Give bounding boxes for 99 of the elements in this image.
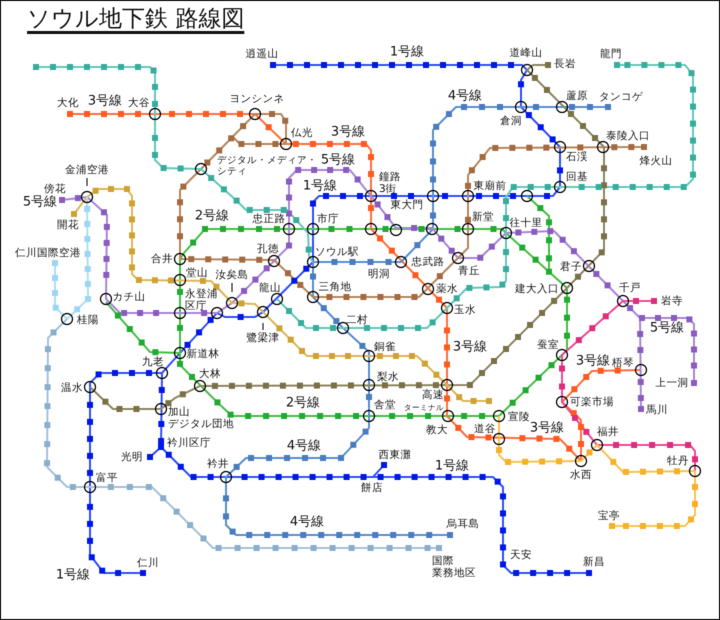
station-name: 梧琴 bbox=[612, 356, 634, 370]
station-name: 舎堂 bbox=[374, 398, 396, 412]
station-name: 往十里 bbox=[510, 216, 542, 230]
station-name: 鷺梁津 bbox=[246, 332, 280, 344]
station-name: カチ山 bbox=[112, 290, 146, 304]
line-name: 1号線 bbox=[56, 568, 90, 584]
line-name: 3号線 bbox=[576, 354, 610, 370]
station-name: 天安 bbox=[510, 548, 532, 562]
station-name: 宝亭 bbox=[598, 510, 620, 522]
station-name: 上一洞 bbox=[656, 376, 688, 390]
station-name: 牡丹 bbox=[667, 454, 689, 468]
line-name: 1号線 bbox=[390, 46, 424, 60]
station-name: 衿川区庁 bbox=[167, 436, 211, 450]
station-name: 烏耳島 bbox=[446, 518, 480, 530]
station-name: 衿井 bbox=[207, 458, 229, 470]
station-name: ヨンシンネ bbox=[230, 92, 284, 106]
line-name: 1号線 bbox=[434, 460, 470, 474]
station-name: 長岩 bbox=[554, 58, 576, 70]
station-name: 永登浦区庁 bbox=[185, 288, 218, 312]
station-name: 合井 bbox=[151, 252, 173, 266]
station-name: 温水 bbox=[61, 382, 83, 394]
station-name: 汝矣島 bbox=[216, 268, 248, 282]
station-name: 水西 bbox=[570, 468, 592, 482]
station-name: 梨水 bbox=[377, 370, 399, 384]
station-name: 泰陵入口 bbox=[606, 130, 650, 142]
station-name: 蚕室 bbox=[537, 338, 559, 352]
station-name: 福井 bbox=[597, 426, 619, 438]
line-name: 4号線 bbox=[290, 516, 324, 530]
station-name: 開花 bbox=[57, 218, 79, 232]
line-name: 5号線 bbox=[650, 322, 684, 336]
station-name: 国際業務地区 bbox=[432, 554, 476, 580]
line-name: 5号線 bbox=[320, 154, 356, 168]
station-name: 宣陵 bbox=[508, 410, 530, 424]
station-name: 忠武路 bbox=[412, 256, 444, 268]
station-name: 二村 bbox=[346, 314, 368, 326]
line-name: 4号線 bbox=[286, 440, 322, 454]
station-name: 大谷 bbox=[128, 96, 150, 110]
station-name: 馬川 bbox=[646, 404, 668, 416]
station-name: ソウル駅 bbox=[315, 246, 359, 258]
station-name: 新昌 bbox=[583, 556, 605, 568]
station-name: 鐘路3街 bbox=[379, 170, 401, 196]
line-name: 2号線 bbox=[286, 396, 320, 412]
station-name: 仁川 bbox=[137, 556, 159, 570]
station-name: 新堂 bbox=[472, 210, 494, 224]
station-name: 新道林 bbox=[186, 348, 220, 360]
station-name: 仁川国際空港 bbox=[15, 246, 81, 260]
station-name: 道峰山 bbox=[510, 46, 542, 60]
station-name: 金浦空港 bbox=[65, 164, 109, 176]
station-name: 九老 bbox=[142, 356, 164, 368]
station-name: 回基 bbox=[566, 170, 588, 184]
station-name: 銅雀 bbox=[374, 340, 396, 354]
station-name: 玉水 bbox=[454, 304, 476, 316]
station-name: 西東灘 bbox=[378, 448, 412, 462]
station-name: 市庁 bbox=[317, 212, 339, 226]
station-name: 加山デジタル団地 bbox=[168, 406, 234, 430]
line-name: 1号線 bbox=[302, 180, 338, 194]
station-name: 石渓 bbox=[566, 150, 588, 164]
station-name: デジタル・メディア・シティ bbox=[217, 156, 317, 178]
map-title: ソウル地下鉄 路線図 bbox=[27, 5, 244, 34]
station-name: 孔徳 bbox=[257, 242, 279, 256]
station-name: タンコゲ bbox=[599, 90, 643, 104]
station-name: 逍遥山 bbox=[246, 48, 278, 60]
station-name: 餅店 bbox=[361, 482, 383, 494]
station-name: 岩寺 bbox=[661, 294, 683, 308]
station-name: 可楽市場 bbox=[570, 396, 614, 408]
station-name: 龍門 bbox=[600, 48, 622, 60]
station-name: 薬水 bbox=[436, 282, 458, 296]
station-name: 明洞 bbox=[368, 268, 390, 280]
station-name: 東大門 bbox=[390, 198, 424, 212]
station-name: 烽火山 bbox=[640, 154, 672, 168]
station-name: 君子 bbox=[560, 260, 582, 274]
station-name: 仏光 bbox=[291, 126, 313, 140]
station-name: 千戸 bbox=[619, 282, 641, 294]
station-name: 桂陽 bbox=[77, 314, 99, 326]
station-name: 蘆原 bbox=[566, 90, 588, 102]
station-name: 龍山 bbox=[259, 282, 281, 294]
line-name: 2号線 bbox=[194, 210, 230, 224]
station-name: 大林 bbox=[199, 368, 221, 380]
station-name: 三角地 bbox=[318, 280, 352, 294]
station-name: 教大 bbox=[426, 424, 448, 436]
line-name: 3号線 bbox=[88, 94, 122, 110]
line-name: 3号線 bbox=[530, 422, 564, 436]
leader-line bbox=[262, 322, 264, 330]
station-name: 富平 bbox=[96, 472, 118, 484]
station-name: 青丘 bbox=[458, 264, 480, 278]
station-name: 傍花 bbox=[44, 182, 66, 195]
station-name: 光明 bbox=[121, 450, 143, 464]
leader-line bbox=[86, 178, 88, 186]
station-name: 倉洞 bbox=[500, 114, 522, 128]
station-name: 大化 bbox=[57, 96, 79, 110]
line-name: 3号線 bbox=[330, 126, 366, 140]
line-name: 4号線 bbox=[448, 90, 482, 104]
station-name: 東廟前 bbox=[474, 180, 506, 192]
station-name: 建大入口 bbox=[515, 282, 559, 296]
line-name: 5号線 bbox=[22, 196, 58, 210]
station-name: 忠正路 bbox=[252, 212, 286, 226]
station-name: 堂山 bbox=[186, 266, 208, 280]
station-name: 道谷 bbox=[474, 422, 496, 436]
line-name: 3号線 bbox=[452, 340, 488, 356]
